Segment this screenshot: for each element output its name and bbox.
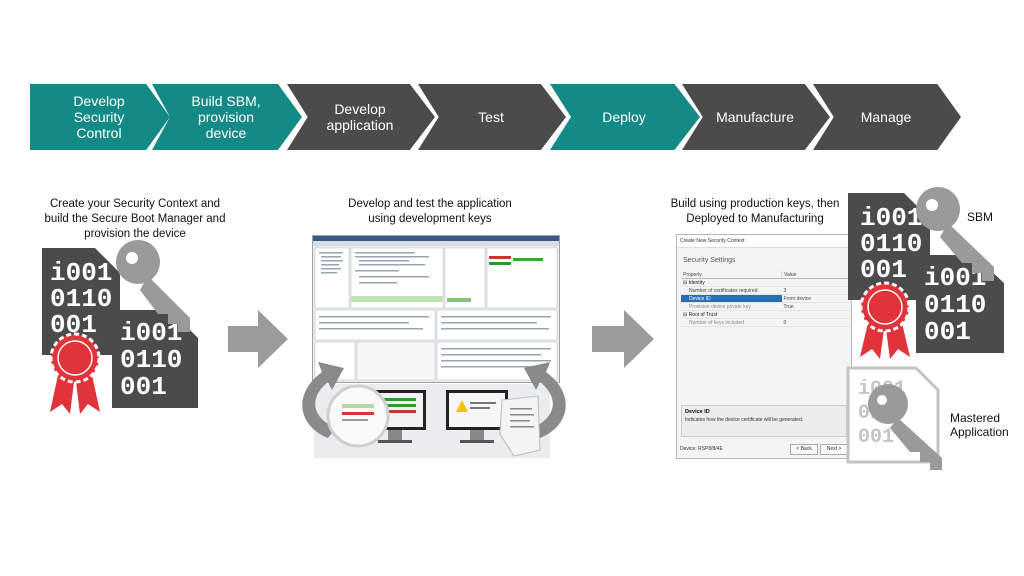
table-row[interactable]: Number of certificates required 3 xyxy=(681,286,851,295)
table-row[interactable]: ⊟ Identity xyxy=(681,278,851,287)
binary-row-1: i001 xyxy=(50,258,112,288)
value-cell xyxy=(781,310,851,319)
binary-row-3: 001 xyxy=(858,426,894,449)
property-cell: Device ID xyxy=(681,294,782,303)
cycle-arrow-left-icon xyxy=(302,362,344,438)
value-cell: 0 xyxy=(781,318,851,327)
binary-row-3: 001 xyxy=(924,317,971,347)
settings-table: Property Value ⊟ Identity Number of cert… xyxy=(681,271,851,327)
ide-screenshot xyxy=(312,235,560,383)
key-icon xyxy=(868,384,942,470)
binary-row-2: 0110 xyxy=(860,229,922,259)
description-panel: Device ID Indicates how the device certi… xyxy=(681,405,847,437)
step-manufacture: Manufacture xyxy=(682,84,830,150)
step-label: Deploy xyxy=(602,109,646,125)
column-header: Value xyxy=(781,271,851,279)
table-header: Property Value xyxy=(681,271,851,279)
test-cycle-illustration xyxy=(302,362,566,458)
window-title: Create New Security Context xyxy=(677,235,851,248)
step-label: Manage xyxy=(860,109,912,125)
seal-icon xyxy=(49,332,101,414)
table-row[interactable]: Provision device private key True xyxy=(681,302,851,311)
property-cell: Provision device private key xyxy=(681,302,782,311)
device-label: Device: RSP8/8/4E xyxy=(680,446,723,452)
ide-content xyxy=(313,236,559,381)
binary-row-2: 0110 xyxy=(924,290,986,320)
value-cell: True xyxy=(781,302,851,311)
value-cell xyxy=(781,278,851,287)
step-label: Test xyxy=(478,109,504,125)
step-deploy: Deploy xyxy=(550,84,700,150)
security-context-window: Create New Security Context Security Set… xyxy=(676,234,852,459)
description-text: Indicates how the device certificate wil… xyxy=(685,417,804,423)
cycle-arrow-right-icon xyxy=(524,362,566,438)
value-cell: From device xyxy=(781,294,851,303)
flow-arrow-icon xyxy=(592,310,654,368)
mastered-application-illustration: i001 0110 001 xyxy=(846,366,942,470)
sbm-label: SBM xyxy=(967,210,994,224)
table-row[interactable]: ⊟ Root of Trust xyxy=(681,310,851,319)
property-cell: ⊟ Identity xyxy=(681,278,782,287)
step-test: Test xyxy=(418,84,566,150)
key-icon xyxy=(116,240,190,332)
back-button[interactable]: < Back xyxy=(790,444,818,455)
binary-row-3: 001 xyxy=(860,255,907,285)
property-cell: ⊟ Root of Trust xyxy=(681,310,782,319)
next-button[interactable]: Next > xyxy=(820,444,848,455)
step-label: Manufacture xyxy=(716,109,794,125)
key-icon xyxy=(916,187,994,281)
column-header: Property xyxy=(681,271,782,279)
binary-document-back xyxy=(42,248,120,355)
description-title: Device ID xyxy=(685,409,710,415)
binary-document-back xyxy=(848,193,930,300)
sbm-illustration: i001 0110 001 i001 0110 001 xyxy=(848,187,1004,359)
binary-row-2: 0110 xyxy=(50,284,112,314)
section-title: Security Settings xyxy=(683,257,736,264)
flow-arrow-icon xyxy=(228,310,288,368)
binary-document-front xyxy=(112,310,198,408)
property-cell: Number of keys included xyxy=(681,318,782,327)
table-row[interactable]: Device ID From device xyxy=(681,294,851,303)
binary-row-1: i001 xyxy=(860,203,922,233)
magnifier-icon xyxy=(326,384,390,448)
table-row[interactable]: Number of keys included 0 xyxy=(681,318,851,327)
binary-row-2: 0110 xyxy=(120,345,182,375)
secure-context-illustration: i001 0110 001 i001 0110 001 xyxy=(42,240,198,414)
binary-row-3: 001 xyxy=(120,372,167,402)
property-cell: Number of certificates required xyxy=(681,286,782,295)
seal-icon xyxy=(859,281,911,359)
step-manage: Manage xyxy=(813,84,961,150)
monitor-icon xyxy=(446,390,508,443)
window-footer: Device: RSP8/8/4E < Back Next > xyxy=(680,443,848,455)
value-cell: 3 xyxy=(781,286,851,295)
